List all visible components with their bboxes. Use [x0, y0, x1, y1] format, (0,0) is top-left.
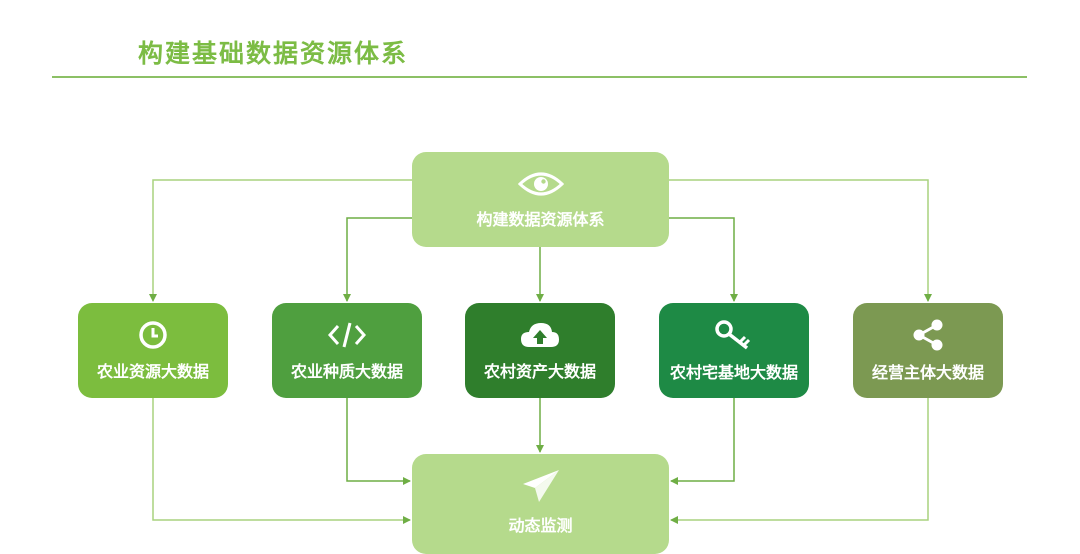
bottom-node-label: 动态监测 [508, 516, 573, 535]
node-label: 农村资产大数据 [483, 361, 596, 381]
connector-agri-seed-to-monitor [346, 398, 411, 485]
node-business-entity-data: 经营主体大数据 [853, 303, 1003, 398]
cloud-upload-icon [521, 322, 559, 347]
node-homestead-data: 农村宅基地大数据 [659, 303, 809, 398]
top-node-data-system: 构建数据资源体系 [412, 152, 669, 247]
connector-business-entity-to-monitor [670, 398, 929, 524]
code-icon [327, 322, 367, 347]
connector-top-to-business-entity [669, 179, 932, 302]
node-agri-seed-data: 农业种质大数据 [272, 303, 422, 398]
connector-top-to-agri-seed [343, 217, 412, 302]
title-divider [52, 76, 1027, 78]
connector-top-to-homestead [669, 217, 738, 302]
share-icon [913, 319, 943, 350]
node-agri-resource-data: 农业资源大数据 [78, 303, 228, 398]
node-label: 经营主体大数据 [871, 362, 984, 382]
connector-top-to-agri-resource [149, 179, 412, 302]
paper-plane-icon [522, 470, 559, 502]
key-icon [715, 319, 751, 349]
clock-icon [139, 320, 167, 349]
connector-agri-resource-to-monitor [152, 398, 411, 524]
node-label: 农村宅基地大数据 [669, 362, 798, 382]
bottom-node-dynamic-monitoring: 动态监测 [412, 454, 669, 554]
page-title: 构建基础数据资源体系 [138, 39, 409, 68]
node-label: 农业资源大数据 [96, 361, 209, 381]
connector-homestead-to-monitor [670, 398, 735, 485]
node-label: 农业种质大数据 [290, 361, 403, 381]
top-node-label: 构建数据资源体系 [476, 209, 605, 229]
node-rural-asset-data: 农村资产大数据 [465, 303, 615, 398]
eye-icon [517, 172, 564, 195]
